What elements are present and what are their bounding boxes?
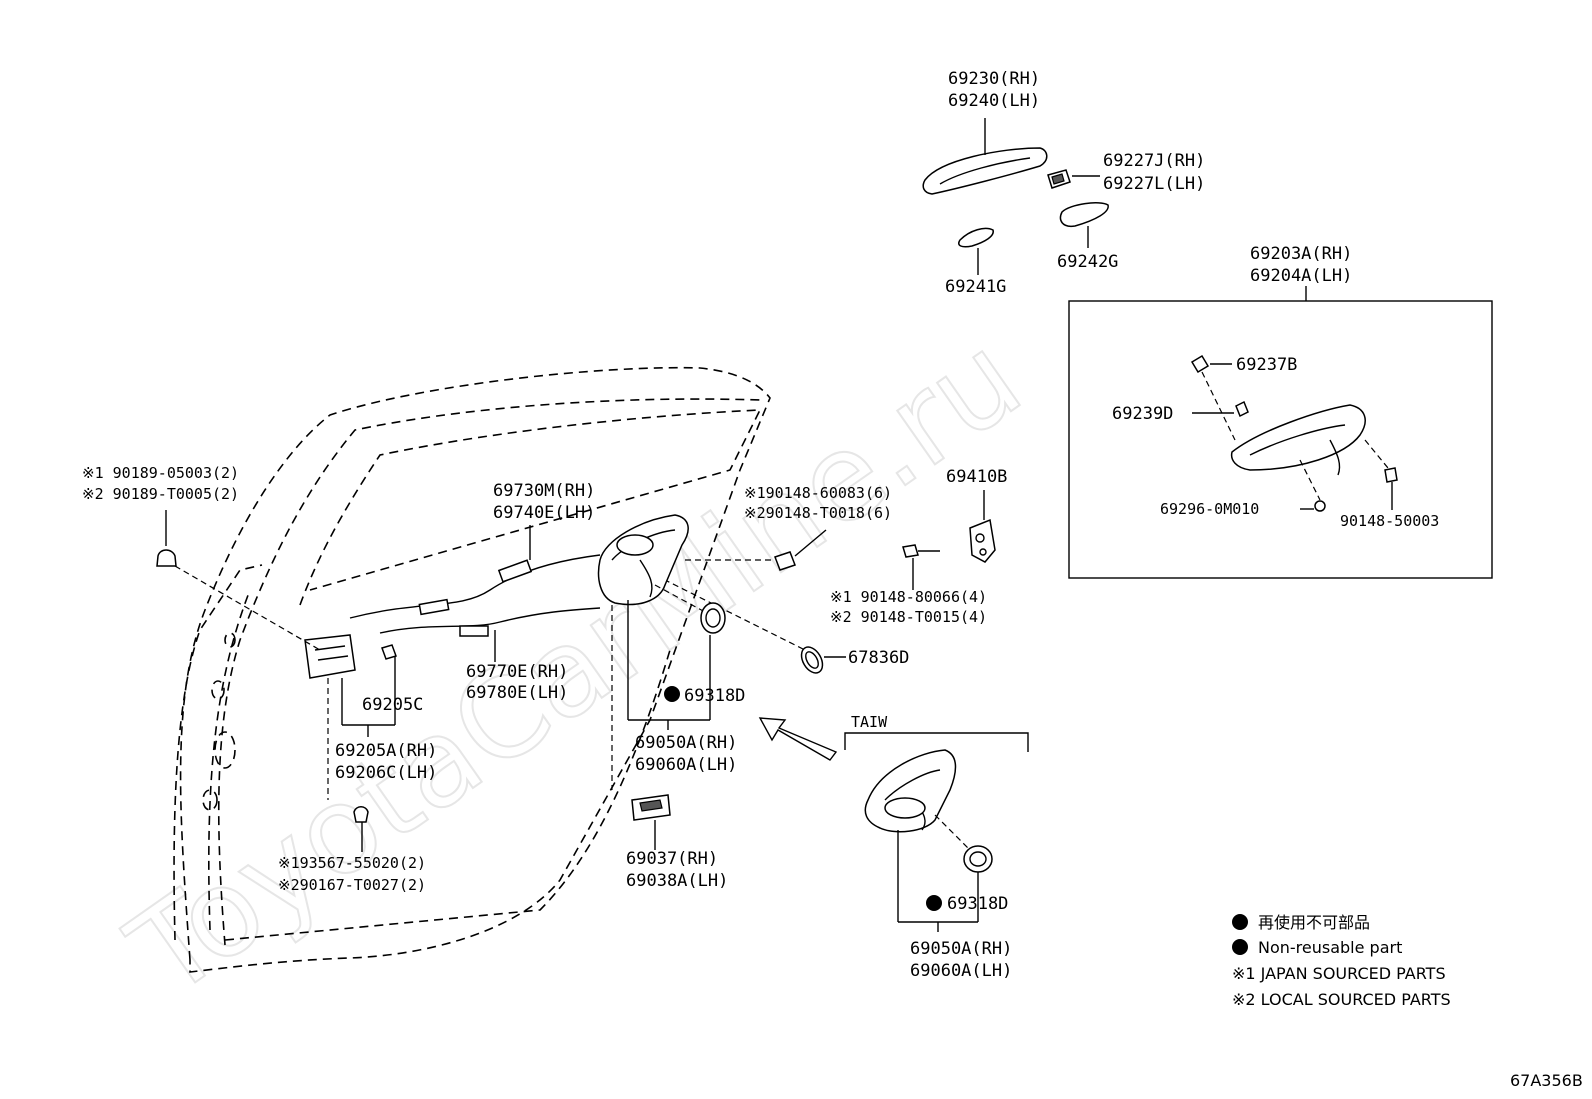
- lock-assembly-main: [597, 514, 775, 790]
- cables: [349, 525, 601, 662]
- label-cap: 69237B: [1236, 355, 1297, 375]
- labels: 69230(RH) 69240(LH) 69227J(RH) 69227L(LH…: [82, 69, 1439, 981]
- label-cable-upper-rh: 69730M(RH): [493, 481, 595, 501]
- arrow-to-taiw: [758, 717, 838, 761]
- non-reusable-dot-taiw: [926, 895, 942, 911]
- label-striker-screw-2: ※2 90148-T0015(4): [830, 608, 987, 626]
- label-handle-cover-lh: 69227L(LH): [1103, 174, 1205, 194]
- label-clip-top-left-1: ※1 90189-05003(2): [82, 464, 239, 482]
- label-lock-assy-taiw-rh: 69050A(RH): [910, 939, 1012, 959]
- inner-handle: [304, 634, 397, 800]
- clip-top-left: [156, 510, 321, 651]
- door-outline: [173, 366, 771, 973]
- outer-handle: [922, 118, 1048, 195]
- label-outer-handle-lh: 69240(LH): [948, 91, 1040, 111]
- label-clip-top-left-2: ※2 90189-T0005(2): [82, 485, 239, 503]
- label-inner-handle-assy-rh: 69205A(RH): [335, 741, 437, 761]
- label-cable-upper-lh: 69740E(LH): [493, 503, 595, 523]
- label-striker: 69410B: [946, 467, 1007, 487]
- label-cable-lower-lh: 69780E(LH): [466, 683, 568, 703]
- label-lock-lower-lh: 69038A(LH): [626, 871, 728, 891]
- label-lock-screw-1: ※190148-60083(6): [744, 484, 892, 502]
- label-striker-screw-1: ※1 90148-80066(4): [830, 588, 987, 606]
- label-handle-cover-rh: 69227J(RH): [1103, 151, 1205, 171]
- non-reusable-dot-main: [664, 686, 680, 702]
- screw-inner: [353, 806, 369, 852]
- label-frame-assy-rh: 69203A(RH): [1250, 244, 1352, 264]
- label-seal-taiw: 69318D: [947, 894, 1008, 914]
- lock-lower-part: [631, 794, 671, 850]
- pad-front: [958, 227, 994, 275]
- label-screw-frame: 69296-0M010: [1160, 500, 1259, 518]
- legend-dot-1: [1232, 914, 1248, 930]
- label-lock-lower-rh: 69037(RH): [626, 849, 718, 869]
- label-lock-screw-2: ※290148-T0018(6): [744, 504, 892, 522]
- label-clip: 69239D: [1112, 404, 1173, 424]
- legend-dot-2: [1232, 939, 1248, 955]
- figure-code: 67A356B: [1510, 1071, 1583, 1090]
- label-inner-handle: 69205C: [362, 695, 423, 715]
- label-outer-handle-rh: 69230(RH): [948, 69, 1040, 89]
- pad-rear: [1059, 202, 1109, 248]
- legend-item-2: Non-reusable part: [1258, 938, 1402, 957]
- label-inner-handle-assy-lh: 69206C(LH): [335, 763, 437, 783]
- lock-screw: [774, 529, 827, 571]
- label-pad-front: 69241G: [945, 277, 1006, 297]
- label-screw-inner-2: ※290167-T0027(2): [278, 876, 426, 894]
- label-taiw: TAIW: [851, 713, 888, 731]
- taiw-group: [844, 732, 1029, 932]
- label-grommet: 67836D: [848, 648, 909, 668]
- label-bolt-frame: 90148-50003: [1340, 512, 1439, 530]
- label-screw-inner-1: ※193567-55020(2): [278, 854, 426, 872]
- frame-box: [1068, 286, 1493, 579]
- seal-main: [664, 602, 726, 702]
- label-seal-main: 69318D: [684, 686, 745, 706]
- label-pad-rear: 69242G: [1057, 252, 1118, 272]
- handle-cover: [1047, 169, 1100, 189]
- label-cable-lower-rh: 69770E(RH): [466, 662, 568, 682]
- legend-item-1: 再使用不可部品: [1258, 913, 1370, 932]
- door-holes: [202, 632, 236, 811]
- label-lock-assy-main-lh: 69060A(LH): [635, 755, 737, 775]
- legend: 再使用不可部品 Non-reusable part ※1 JAPAN SOURC…: [1232, 913, 1451, 1009]
- legend-item-3: ※1 JAPAN SOURCED PARTS: [1232, 964, 1446, 983]
- grommet: [654, 574, 846, 674]
- label-frame-assy-lh: 69204A(LH): [1250, 266, 1352, 286]
- legend-item-4: ※2 LOCAL SOURCED PARTS: [1232, 990, 1451, 1009]
- striker: [902, 490, 996, 590]
- label-lock-assy-taiw-lh: 69060A(LH): [910, 961, 1012, 981]
- label-lock-assy-main-rh: 69050A(RH): [635, 733, 737, 753]
